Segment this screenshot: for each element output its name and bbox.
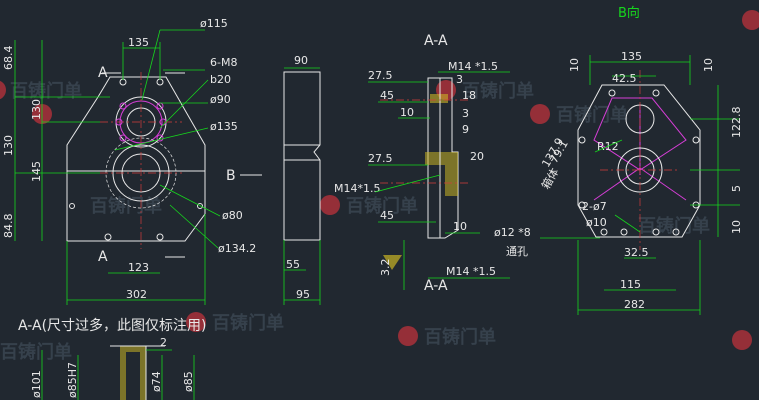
svg-text:A: A (98, 249, 108, 265)
b-view-dimensions: 135 42.5 10 10 122.8 5 10 R12 137.9 79.1… (494, 50, 743, 315)
svg-text:282: 282 (624, 298, 645, 311)
svg-text:10: 10 (730, 220, 743, 234)
svg-text:9: 9 (462, 123, 469, 136)
svg-text:84.8: 84.8 (2, 214, 15, 239)
svg-text:68.4: 68.4 (2, 46, 15, 71)
svg-text:A: A (98, 65, 108, 81)
svg-text:10: 10 (568, 58, 581, 72)
svg-text:A-A(尺寸过多，此图仅标注用): A-A(尺寸过多，此图仅标注用) (18, 317, 207, 334)
svg-text:b20: b20 (210, 73, 231, 86)
svg-text:箱体: 箱体 (538, 165, 561, 191)
svg-text:百铸门单: 百铸门单 (462, 80, 534, 102)
svg-text:M14 *1.5: M14 *1.5 (448, 60, 498, 73)
front-view: A A B (66, 65, 262, 265)
svg-text:ø90: ø90 (210, 93, 231, 106)
side-view: 90 55 95 (283, 54, 321, 305)
svg-text:百铸门单: 百铸门单 (212, 312, 284, 334)
svg-text:135: 135 (621, 50, 642, 63)
svg-text:ø80: ø80 (222, 209, 243, 222)
svg-text:135: 135 (128, 36, 149, 49)
svg-text:10: 10 (453, 220, 467, 233)
svg-text:ø85H7: ø85H7 (66, 362, 79, 398)
svg-text:百铸门单: 百铸门单 (556, 104, 628, 126)
svg-text:A-A: A-A (424, 278, 448, 294)
svg-text:27.5: 27.5 (368, 152, 393, 165)
svg-text:3: 3 (462, 107, 469, 120)
svg-text:ø10: ø10 (586, 216, 607, 229)
svg-text:B向: B向 (618, 5, 640, 21)
svg-text:百铸门单: 百铸门单 (90, 195, 162, 217)
svg-text:45: 45 (380, 89, 394, 102)
svg-text:45: 45 (380, 209, 394, 222)
svg-text:95: 95 (296, 288, 310, 301)
svg-text:M14 *1.5: M14 *1.5 (446, 265, 496, 278)
svg-text:145: 145 (30, 161, 43, 182)
svg-text:115: 115 (620, 278, 641, 291)
svg-text:55: 55 (286, 258, 300, 271)
svg-text:ø135: ø135 (210, 120, 238, 133)
svg-text:百铸门单: 百铸门单 (346, 195, 418, 217)
svg-text:百铸门单: 百铸门单 (638, 215, 710, 237)
svg-text:2: 2 (160, 336, 167, 349)
svg-text:18: 18 (462, 89, 476, 102)
svg-text:ø85: ø85 (182, 371, 195, 392)
svg-text:27.5: 27.5 (368, 69, 393, 82)
svg-text:10: 10 (400, 106, 414, 119)
watermark-layer: 百铸门单 百铸门单 百铸门单 百铸门单 百铸门单 百铸门单 百铸门单 百铸门单 … (0, 10, 759, 363)
svg-text:3.2: 3.2 (379, 259, 392, 277)
svg-text:123: 123 (128, 261, 149, 274)
svg-text:10: 10 (702, 58, 715, 72)
b-view: B向 (577, 5, 701, 250)
bottom-section: A-A(尺寸过多，此图仅标注用) ø101 ø85H7 ø74 ø85 2 (18, 317, 207, 400)
svg-text:ø115: ø115 (200, 17, 228, 30)
svg-text:ø134.2: ø134.2 (218, 242, 256, 255)
svg-text:32.5: 32.5 (624, 246, 649, 259)
svg-text:3: 3 (456, 73, 463, 86)
svg-text:122.8: 122.8 (730, 107, 743, 139)
svg-text:20: 20 (470, 150, 484, 163)
svg-text:百铸门单: 百铸门单 (0, 341, 72, 363)
svg-text:2-ø7: 2-ø7 (582, 200, 607, 213)
section-aa: A-A 27.5 M14 *1.5 3 45 18 10 3 9 27.5 20… (334, 33, 510, 294)
svg-text:90: 90 (294, 54, 308, 67)
svg-text:通孔: 通孔 (506, 245, 528, 258)
svg-text:M14*1.5: M14*1.5 (334, 182, 380, 195)
svg-text:ø101: ø101 (30, 370, 43, 398)
svg-text:ø74: ø74 (150, 371, 163, 392)
svg-text:5: 5 (730, 185, 743, 192)
svg-text:42.5: 42.5 (612, 72, 637, 85)
svg-text:B: B (226, 168, 236, 184)
front-view-dimensions: 135 ø115 6-M8 b20 ø90 ø135 ø80 ø134.2 68… (2, 17, 256, 305)
svg-text:130: 130 (2, 135, 15, 156)
svg-text:6-M8: 6-M8 (210, 56, 237, 69)
svg-text:130: 130 (30, 99, 43, 120)
svg-text:百铸门单: 百铸门单 (10, 80, 82, 102)
svg-text:302: 302 (126, 288, 147, 301)
svg-text:ø12 *8: ø12 *8 (494, 226, 531, 239)
svg-text:百铸门单: 百铸门单 (424, 326, 496, 348)
svg-text:A-A: A-A (424, 33, 448, 49)
